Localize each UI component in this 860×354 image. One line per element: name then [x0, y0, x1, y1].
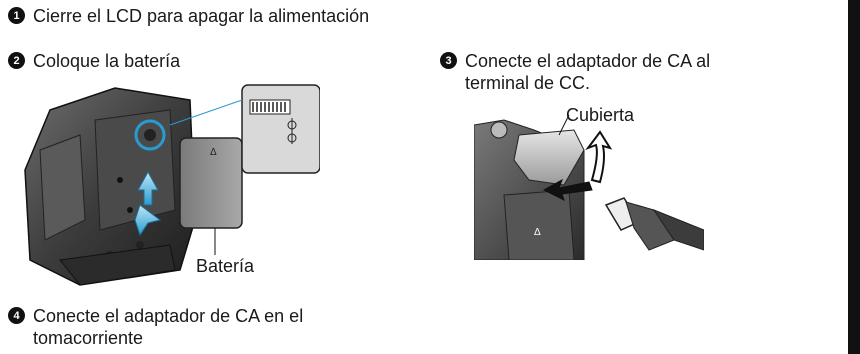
detail-inset [241, 84, 320, 174]
step-2-text: Coloque la batería [33, 51, 181, 71]
step-1-text: Cierre el LCD para apagar la alimentació… [33, 6, 370, 26]
step-1: 1 Cierre el LCD para apagar la alimentac… [8, 5, 369, 27]
step-4-text: Conecte el adaptador de CA en el tomacor… [33, 306, 304, 348]
step-3-text: Conecte el adaptador de CA al terminal d… [465, 51, 711, 93]
step-number-4: 4 [8, 307, 25, 324]
step-3: 3 Conecte el adaptador de CA al terminal… [440, 50, 760, 94]
open-cover-arrow-icon [585, 130, 613, 184]
battery-label: Batería [196, 256, 255, 276]
battery-illustration: Δ [24, 84, 320, 286]
dc-terminal-cover [513, 129, 585, 186]
battery-pack [179, 137, 243, 229]
cover-label: Cubierta [566, 105, 635, 125]
battery-mark: Δ [210, 147, 217, 158]
step-2: 2 Coloque la batería [8, 50, 180, 72]
step-4: 4 Conecte el adaptador de CA en el tomac… [8, 305, 408, 349]
page-edge-bar [848, 0, 860, 354]
insert-arrow-up-icon [137, 170, 159, 206]
step-number-2: 2 [8, 52, 25, 69]
step-number-1: 1 [8, 7, 25, 24]
camera-mark: Δ [534, 227, 541, 238]
connect-arrow-icon [542, 178, 593, 201]
step-number-3: 3 [440, 52, 457, 69]
insert-arrow-down-icon [134, 204, 162, 237]
adapter-illustration: Δ [474, 114, 704, 260]
